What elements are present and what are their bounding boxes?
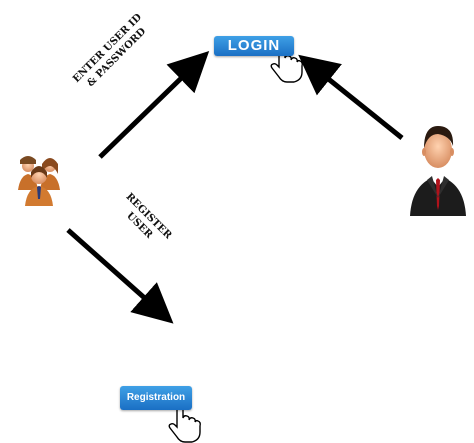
hand-cursor-icon: [270, 43, 303, 83]
arrow-users-to-login: [98, 51, 210, 159]
hand-cursor-icon: [168, 403, 201, 443]
registration-button[interactable]: Registration: [120, 386, 192, 410]
businessman-icon: [410, 126, 466, 216]
login-button[interactable]: LOGIN: [214, 36, 294, 56]
arrow-users-to-registration: [66, 228, 174, 324]
arrow-businessman-to-login: [298, 54, 404, 140]
users-group-icon: [18, 156, 60, 206]
